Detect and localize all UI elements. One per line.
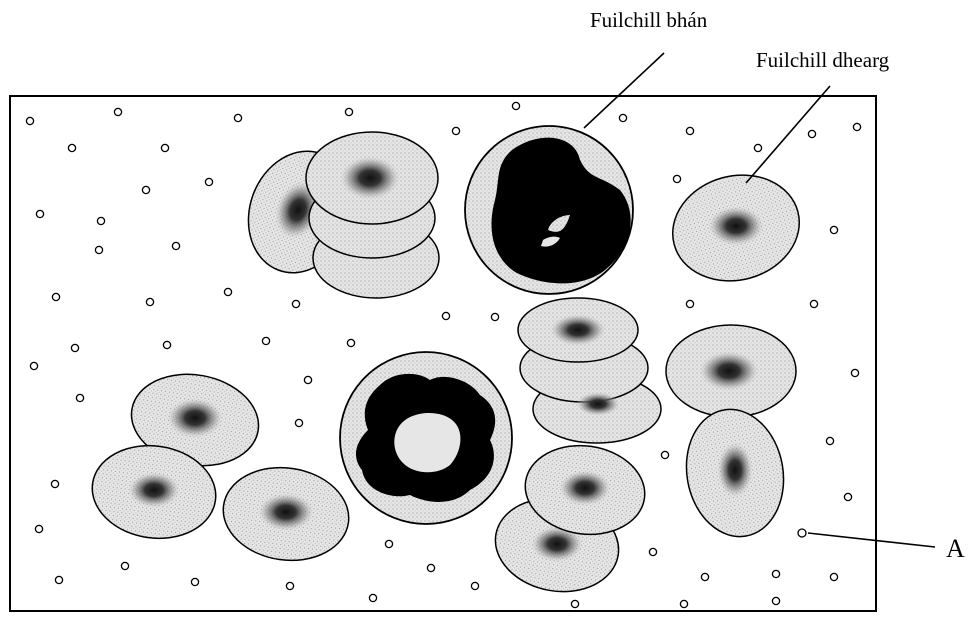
platelet	[753, 143, 763, 153]
platelet	[171, 241, 181, 251]
platelet	[291, 299, 301, 309]
platelet	[54, 575, 64, 585]
platelet	[679, 599, 689, 609]
rbc-right-middle	[665, 324, 797, 538]
platelet	[344, 107, 354, 117]
platelet	[850, 368, 860, 378]
platelet	[34, 524, 44, 534]
platelet	[261, 336, 271, 346]
platelet	[233, 113, 243, 123]
platelet	[35, 209, 45, 219]
platelet	[384, 539, 394, 549]
rbc-stack-top	[247, 131, 440, 299]
platelet	[162, 340, 172, 350]
platelet	[825, 436, 835, 446]
platelet	[470, 581, 480, 591]
platelet	[160, 143, 170, 153]
platelet	[648, 547, 658, 557]
rbc-stack-middle	[517, 297, 662, 444]
platelet	[451, 126, 461, 136]
platelet	[25, 116, 35, 126]
leader-line-a	[807, 532, 936, 548]
label-red-blood-cell: Fuilchill dhearg	[756, 48, 890, 72]
platelet	[368, 593, 378, 603]
platelet	[51, 292, 61, 302]
rbc-group-bottom	[494, 444, 646, 593]
platelet	[685, 299, 695, 309]
platelets	[25, 101, 862, 609]
platelet	[771, 596, 781, 606]
platelet	[660, 450, 670, 460]
platelet	[511, 101, 521, 111]
platelet	[303, 375, 313, 385]
platelet	[145, 297, 155, 307]
platelet	[809, 299, 819, 309]
platelet	[141, 185, 151, 195]
platelet	[829, 572, 839, 582]
rbc-right-top	[671, 174, 801, 282]
platelet	[441, 311, 451, 321]
white-blood-cell-center	[339, 351, 513, 525]
platelet	[50, 479, 60, 489]
platelet	[294, 418, 304, 428]
platelet	[113, 107, 123, 117]
platelet-a	[797, 528, 807, 538]
platelet	[685, 126, 695, 136]
platelet	[852, 122, 862, 132]
platelet	[700, 572, 710, 582]
platelet	[75, 393, 85, 403]
platelet	[223, 287, 233, 297]
platelet	[285, 581, 295, 591]
platelet	[570, 599, 580, 609]
platelet	[204, 177, 214, 187]
platelet	[843, 492, 853, 502]
leader-line-white-cell	[583, 52, 665, 129]
platelet	[96, 216, 106, 226]
platelet	[490, 312, 500, 322]
white-blood-cell-top	[464, 125, 634, 295]
platelet	[672, 174, 682, 184]
platelet	[618, 113, 628, 123]
platelet	[426, 563, 436, 573]
platelet	[67, 143, 77, 153]
platelet	[346, 338, 356, 348]
platelet	[771, 569, 781, 579]
label-white-blood-cell: Fuilchill bhán	[590, 8, 708, 32]
platelet	[120, 561, 130, 571]
rbc-group-left	[91, 373, 350, 562]
platelet	[829, 225, 839, 235]
label-a: A	[946, 534, 965, 563]
platelet	[70, 343, 80, 353]
platelet	[807, 129, 817, 139]
leader-line-red-cell	[745, 85, 831, 184]
platelet	[29, 361, 39, 371]
platelet	[190, 577, 200, 587]
platelet	[94, 245, 104, 255]
